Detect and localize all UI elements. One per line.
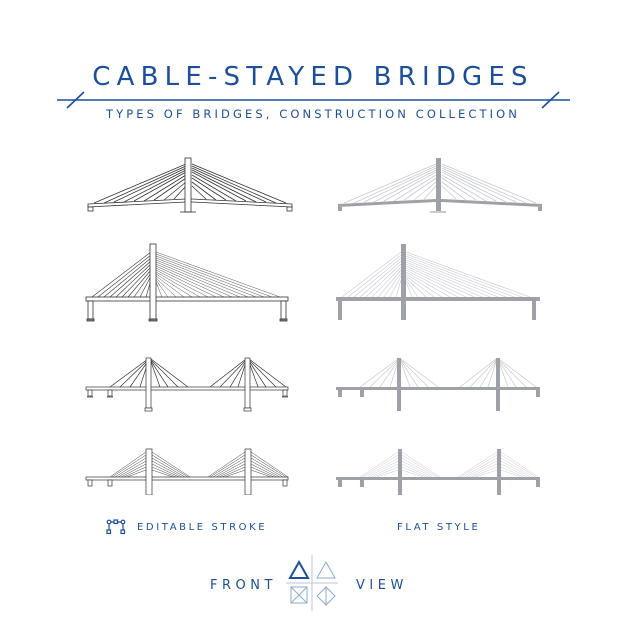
bridge-single-pylon-fan-flat [338, 158, 542, 213]
bridge-twin-pylon-fan-outline [85, 357, 289, 412]
bridge-single-pylon-fan-outline [87, 157, 293, 213]
editable-stroke-label: EDITABLE STROKE [137, 522, 268, 533]
view-label: VIEW [356, 578, 408, 593]
vector-path-icon [106, 519, 126, 535]
bridge-twin-pylon-dense-flat [336, 449, 540, 495]
flat-style-label: FLAT STYLE [397, 522, 481, 533]
bridge-single-pylon-asymmetric-flat [336, 244, 540, 320]
bridge-twin-pylon-dense-outline [85, 448, 289, 495]
bridge-twin-pylon-fan-flat [336, 358, 540, 411]
front-label: FRONT [210, 578, 277, 593]
bridge-single-pylon-asymmetric-outline [85, 243, 289, 322]
page-subtitle: TYPES OF BRIDGES, CONSTRUCTION COLLECTIO… [106, 107, 520, 121]
page-title: CABLE-STAYED BRIDGES [92, 62, 534, 92]
view-projection-icon [286, 555, 338, 611]
